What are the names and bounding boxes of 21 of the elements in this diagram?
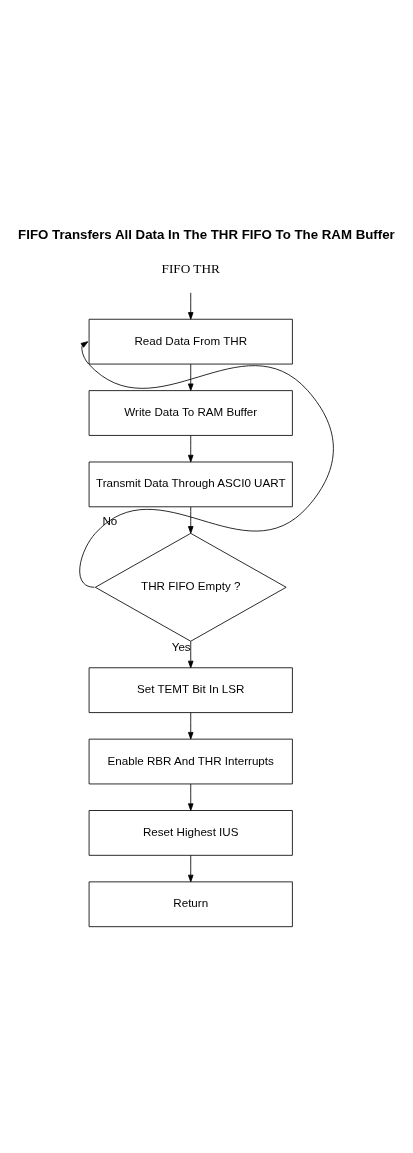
arrow <box>188 435 194 463</box>
arrow <box>188 363 194 391</box>
node-box: Transmit Data Through ASCI0 UART <box>88 461 293 508</box>
diagram-title: FIFO Transfers All Data In The THR FIFO To The RAM Buffer <box>18 227 395 243</box>
node-box: Enable RBR And THR Interrupts <box>88 738 293 785</box>
arrow <box>188 641 194 669</box>
node-box: Return <box>88 881 293 928</box>
node-box: Reset Highest IUS <box>88 810 293 856</box>
arrow <box>79 341 334 588</box>
arrow <box>188 712 194 740</box>
node-box: Write Data To RAM Buffer <box>88 390 293 436</box>
arrow <box>188 855 194 883</box>
node-text: FIFO THR <box>161 261 220 277</box>
arrow <box>188 506 194 534</box>
edge-label: No <box>102 514 118 528</box>
arrow <box>188 783 194 811</box>
arrow <box>188 292 194 320</box>
edge-label: Yes <box>171 640 191 654</box>
node-diamond: THR FIFO Empty ? <box>94 532 287 642</box>
node-box: Read Data From THR <box>88 318 293 365</box>
node-box: Set TEMT Bit In LSR <box>88 667 293 713</box>
